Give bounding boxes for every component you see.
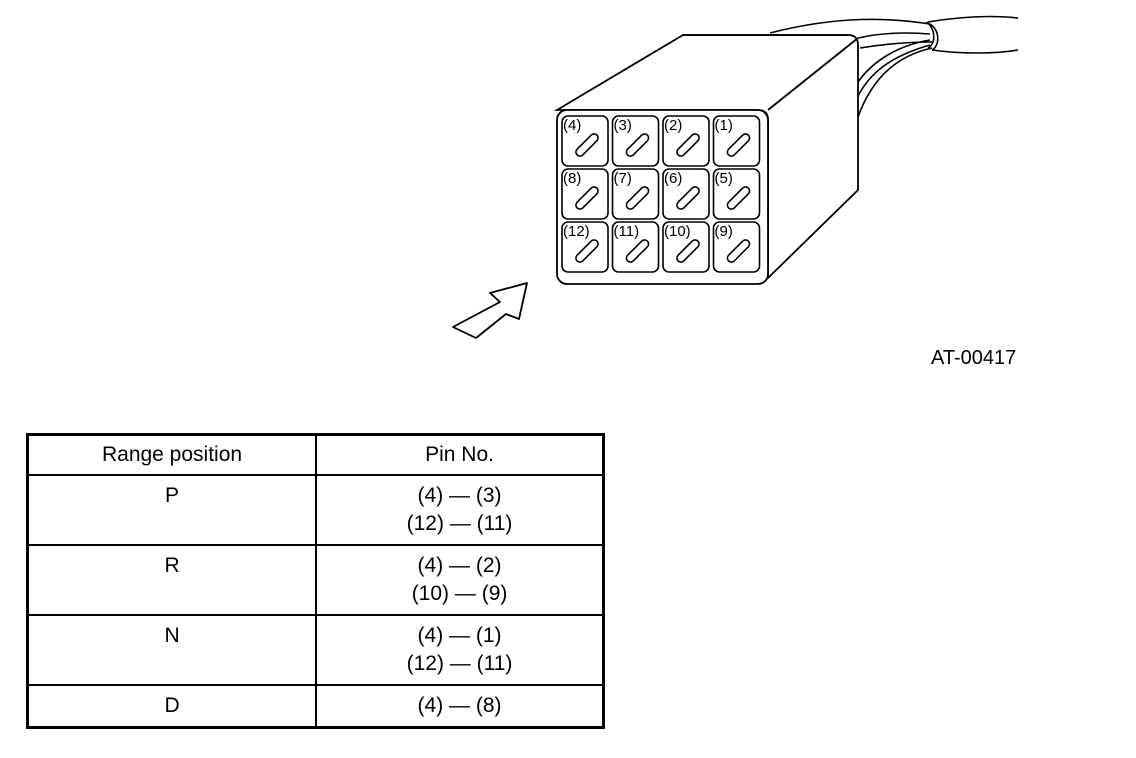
pin-slot: [625, 186, 650, 210]
pin-slot: [676, 239, 700, 263]
pin-slot: [676, 133, 700, 157]
pin-pair: (4) — (3): [417, 484, 502, 507]
pin-pair: (4) — (1): [417, 624, 502, 647]
pin-pair: (4) — (2): [417, 554, 502, 577]
pin-slot: [575, 133, 599, 157]
pin-label: (5): [715, 170, 733, 187]
range-position-cell: P: [26, 474, 318, 546]
pin-label: (3): [614, 117, 632, 134]
table-row: D (4) — (8): [26, 684, 605, 729]
pin-cell: (1): [712, 115, 761, 167]
pin-cell: (4) — (1) (12) — (11): [315, 614, 605, 686]
pin-cell: (7): [611, 168, 660, 220]
pin-slot: [726, 239, 751, 263]
table-row: N (4) — (1) (12) — (11): [26, 614, 605, 686]
pin-label: (10): [664, 223, 691, 240]
pin-cell: (9): [712, 221, 761, 273]
pin-grid: (4) (3) (2) (1) (8) (7) (6) (5) (12) (11) (10) (9): [561, 115, 761, 273]
pin-label: (8): [563, 170, 581, 187]
pin-cell: (12): [561, 221, 609, 273]
pin-cell: (4) — (2) (10) — (9): [315, 544, 605, 616]
table-header-row: Range position Pin No.: [26, 433, 605, 476]
header-range-position: Range position: [26, 433, 318, 476]
pin-label: (2): [664, 117, 682, 134]
pin-cell: (3): [611, 115, 660, 167]
pin-slot: [726, 133, 751, 157]
wire-harness: [769, 15, 1019, 121]
figure-id: AT-00417: [931, 347, 1017, 369]
connector-diagram: (4) (3) (2) (1) (8) (7) (6) (5) (12) (11) (10) (9): [452, 15, 1019, 339]
pin-label: (1): [715, 117, 733, 134]
pin-label: (6): [664, 170, 682, 187]
pin-slot: [676, 186, 700, 210]
pin-label: (11): [614, 223, 640, 240]
pin-label: (7): [614, 170, 632, 187]
range-position-cell: N: [26, 614, 318, 686]
pin-slot: [575, 239, 599, 263]
pin-pair: (12) — (11): [406, 512, 513, 535]
pin-cell: (6): [662, 168, 710, 220]
pin-label: (4): [563, 117, 581, 134]
table-row: R (4) — (2) (10) — (9): [26, 544, 605, 616]
pin-slot: [625, 133, 650, 157]
pin-label: (12): [563, 223, 590, 240]
pin-slot: [625, 239, 650, 263]
pin-cell: (10): [662, 221, 710, 273]
pin-cell: (8): [561, 168, 609, 220]
table-row: P (4) — (3) (12) — (11): [26, 474, 605, 546]
pin-slot: [575, 186, 599, 210]
pin-cell: (2): [662, 115, 710, 167]
pin-pair: (10) — (9): [411, 582, 508, 605]
pin-pair: (12) — (11): [406, 652, 513, 675]
pin-slot: [726, 186, 751, 210]
range-position-cell: D: [26, 684, 318, 729]
view-direction-arrow: [452, 282, 528, 339]
pin-label: (9): [715, 223, 733, 240]
pin-pair: (4) — (8): [417, 694, 502, 717]
range-position-cell: R: [26, 544, 318, 616]
pin-cell: (5): [712, 168, 761, 220]
pin-cell: (11): [611, 221, 660, 273]
pin-cell: (4) — (3) (12) — (11): [315, 474, 605, 546]
pin-cell: (4): [561, 115, 609, 167]
header-pin-no: Pin No.: [315, 433, 605, 476]
pin-cell: (4) — (8): [315, 684, 605, 729]
range-pin-table: Range position Pin No. P (4) — (3) (12) …: [26, 433, 605, 729]
